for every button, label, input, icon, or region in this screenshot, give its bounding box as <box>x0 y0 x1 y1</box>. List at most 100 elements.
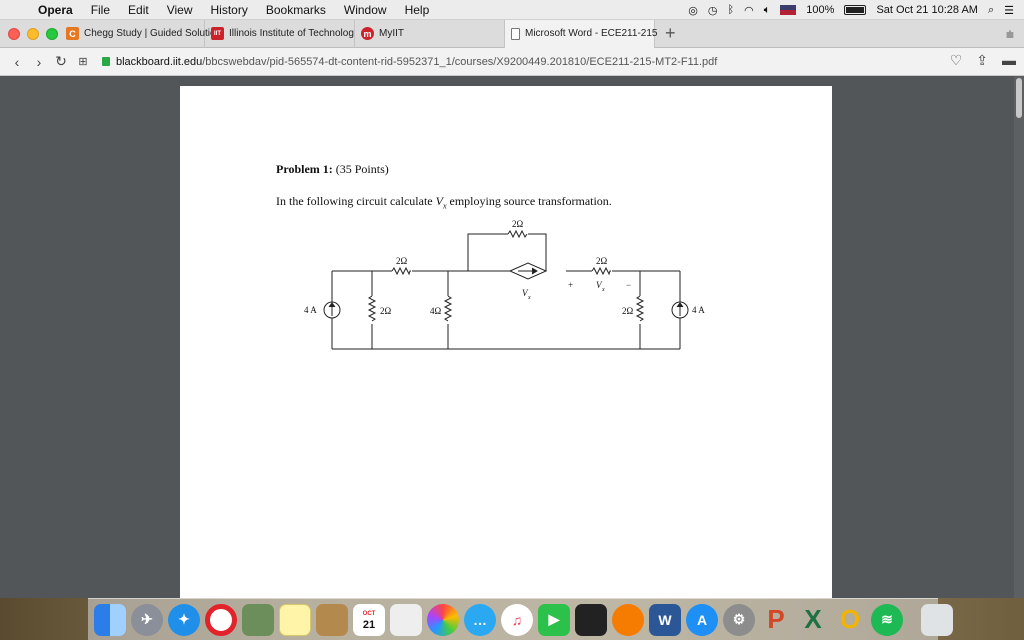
opera-tray-icon[interactable]: ◎ <box>688 4 698 17</box>
launchpad-icon[interactable]: ✈ <box>131 603 163 636</box>
question-text: In the following circuit calculate Vx em… <box>276 194 612 210</box>
facetime-icon[interactable]: ▶ <box>538 603 570 636</box>
tab-microsoft-word[interactable]: Microsoft Word - ECE211-215 <box>505 19 658 48</box>
photo-booth-icon[interactable] <box>575 603 607 636</box>
circuit-diagram: 2Ω 2Ω 2Ω 2Ω 4Ω 2Ω 4 A 4 A + V x − V x <box>304 219 705 350</box>
pdf-scrollbar-thumb[interactable] <box>1016 78 1022 118</box>
tab-label: MyIIT <box>379 28 404 39</box>
resistor-shunt-mid <box>443 295 453 322</box>
excel-icon[interactable]: X <box>804 604 822 634</box>
input-source-flag-icon[interactable] <box>780 5 797 15</box>
close-window-button[interactable] <box>8 27 20 40</box>
label-r-shunt-right: 2Ω <box>622 306 634 316</box>
opera-icon[interactable] <box>205 603 237 636</box>
battery-saver-icon[interactable]: ▬ <box>1002 52 1016 68</box>
ibooks-icon[interactable] <box>612 603 644 636</box>
reminders-icon[interactable] <box>390 603 422 636</box>
label-src-left: 4 A <box>304 305 317 315</box>
menu-history[interactable]: History <box>210 2 248 17</box>
pdf-scrollbar[interactable] <box>1014 76 1024 598</box>
outlook-icon[interactable]: O <box>839 604 861 634</box>
itunes-icon[interactable]: ♫ <box>501 603 533 636</box>
speed-dial-icon[interactable]: ⊞ <box>78 56 88 68</box>
url-path: /bbcswebdav/pid-565574-dt-content-rid-59… <box>202 55 718 68</box>
problem-label: Problem 1: <box>276 162 333 176</box>
iit-favicon-icon: IIT <box>211 27 224 40</box>
resistor-right-series <box>591 266 611 276</box>
calendar-day: 21 <box>362 618 376 631</box>
menu-app-opera[interactable]: Opera <box>38 2 73 17</box>
resistor-shunt-left <box>367 295 377 322</box>
minimize-window-button[interactable] <box>27 27 39 40</box>
tab-myiit[interactable]: m MyIIT <box>355 19 505 48</box>
notification-center-icon[interactable]: ☰ <box>1004 4 1014 17</box>
label-r-right-series: 2Ω <box>596 256 608 266</box>
menu-bookmarks[interactable]: Bookmarks <box>265 2 326 17</box>
tab-label: Microsoft Word - ECE211-215 <box>525 28 658 39</box>
url-field[interactable]: blackboard.iit.edu/bbcswebdav/pid-565574… <box>102 52 952 72</box>
url-host: blackboard.iit.edu <box>116 55 203 68</box>
lock-icon <box>102 57 110 66</box>
myiit-favicon-icon: m <box>361 27 374 40</box>
spotlight-search-icon[interactable]: ⌕ <box>987 3 995 16</box>
preview-icon[interactable] <box>242 603 274 636</box>
powerpoint-icon[interactable]: P <box>767 604 785 634</box>
label-vx-minus: − <box>626 280 631 290</box>
forward-icon[interactable]: › <box>36 53 42 70</box>
bluetooth-icon[interactable]: ᛒ <box>727 4 735 16</box>
window-controls <box>0 27 60 40</box>
calendar-icon[interactable]: OCT 21 <box>353 603 385 636</box>
wire-top-loop-right <box>528 233 547 271</box>
tab-label: Illinois Institute of Technolog <box>229 28 354 39</box>
clock[interactable]: Sat Oct 21 10:28 AM <box>876 4 978 16</box>
label-r-left-series: 2Ω <box>396 256 408 266</box>
time-machine-icon[interactable]: ◷ <box>707 4 718 17</box>
menu-help[interactable]: Help <box>404 2 430 17</box>
notes-icon[interactable] <box>279 603 311 636</box>
messages-icon[interactable]: … <box>464 603 496 636</box>
spotify-icon[interactable]: ≋ <box>871 603 903 636</box>
bookmark-heart-icon[interactable]: ♡ <box>949 52 963 68</box>
tab-menu-icon[interactable]: ⩧ <box>1005 26 1014 42</box>
safari-icon[interactable]: ✦ <box>168 603 200 636</box>
menu-window[interactable]: Window <box>343 2 387 17</box>
share-icon[interactable]: ⇪ <box>976 52 988 68</box>
label-vx-sub: x <box>601 287 605 293</box>
finder-icon[interactable] <box>94 603 126 636</box>
menu-view[interactable]: View <box>166 2 193 17</box>
question-pre: In the following circuit calculate <box>276 194 436 208</box>
question-post: employing source transformation. <box>446 194 612 208</box>
photos-icon[interactable] <box>427 603 459 636</box>
word-icon[interactable]: W <box>649 603 681 636</box>
problem-heading: Problem 1: (35 Points) <box>276 162 389 177</box>
system-preferences-icon[interactable]: ⚙ <box>723 603 755 636</box>
app-store-icon[interactable]: A <box>686 603 718 636</box>
document-favicon-icon <box>511 27 520 40</box>
resistor-top <box>507 229 528 239</box>
menu-file[interactable]: File <box>90 2 111 17</box>
label-vx: V <box>596 280 603 290</box>
menu-bar: Opera File Edit View History Bookmarks W… <box>0 0 1024 20</box>
label-vx-plus: + <box>568 280 573 290</box>
label-src-right: 4 A <box>692 305 705 315</box>
dock: ✈ ✦ OCT 21 … ♫ ▶ W A ⚙ P X O ≋ <box>88 598 953 640</box>
battery-icon[interactable] <box>844 5 867 15</box>
calendar-month: OCT <box>362 610 376 617</box>
reload-icon[interactable]: ↻ <box>55 53 67 69</box>
volume-icon[interactable]: 🔈︎ <box>763 3 771 16</box>
zoom-window-button[interactable] <box>46 27 58 40</box>
wire-top-loop <box>467 233 508 271</box>
contacts-icon[interactable] <box>316 603 348 636</box>
back-icon[interactable]: ‹ <box>14 53 20 70</box>
problem-points: (35 Points) <box>335 162 389 176</box>
tab-iit[interactable]: IIT Illinois Institute of Technolog <box>205 19 355 48</box>
tab-label: Chegg Study | Guided Solutic <box>84 28 216 39</box>
new-tab-icon[interactable]: + <box>665 23 676 43</box>
chegg-favicon-icon: C <box>66 27 79 40</box>
pdf-page: Problem 1: (35 Points) In the following … <box>180 86 832 606</box>
tab-chegg[interactable]: C Chegg Study | Guided Solutic <box>60 19 215 48</box>
trash-icon[interactable] <box>921 603 953 636</box>
menu-edit[interactable]: Edit <box>128 2 149 17</box>
label-r-shunt-mid: 4Ω <box>430 306 442 316</box>
wifi-icon[interactable]: ◠ <box>744 4 754 17</box>
